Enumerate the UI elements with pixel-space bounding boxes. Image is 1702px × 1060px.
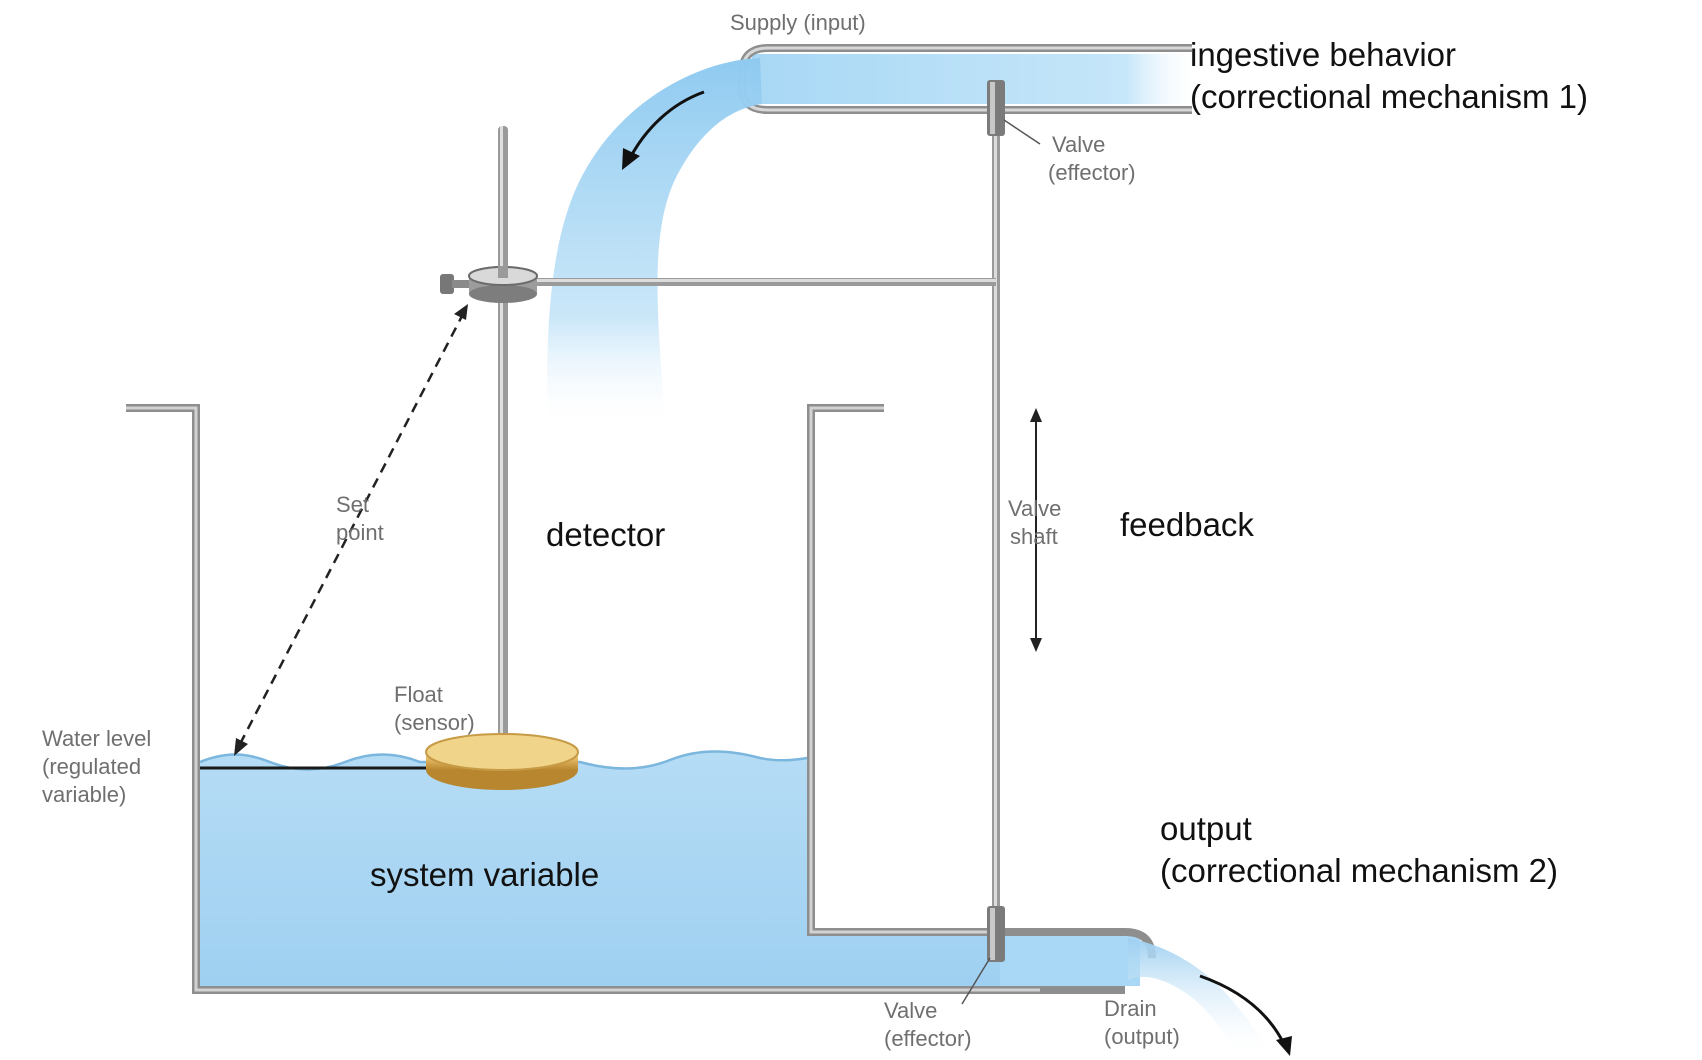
set-point-clamp	[440, 266, 538, 303]
valve-top-sublabel: (effector)	[1048, 160, 1136, 185]
float-label: Float	[394, 682, 443, 707]
supply-water-stream	[547, 58, 762, 430]
tank-walls	[126, 404, 1045, 994]
drain-sublabel: (output)	[1104, 1024, 1180, 1049]
valve-bottom-sublabel: (effector)	[884, 1026, 972, 1051]
ingestive-behavior-label: ingestive behavior	[1190, 36, 1456, 73]
supply-pipe	[738, 44, 1192, 114]
water-level-sublabel-2: variable)	[42, 782, 126, 807]
set-point-rod	[530, 278, 996, 286]
drain-label: Drain	[1104, 996, 1157, 1021]
water-level-sublabel-1: (regulated	[42, 754, 141, 779]
set-point-sublabel: point	[336, 520, 384, 545]
supply-flow-arrow-icon	[622, 90, 705, 170]
drain-flow-arrow-icon	[1199, 974, 1292, 1056]
float-sensor	[425, 733, 579, 790]
feedback-label: feedback	[1120, 506, 1254, 543]
output-label: output	[1160, 810, 1252, 847]
float-sublabel: (sensor)	[394, 710, 475, 735]
valve-shaft-label: Valve	[1008, 496, 1061, 521]
valve-shaft-sublabel: shaft	[1010, 524, 1058, 549]
drain-pipe	[1000, 928, 1156, 994]
supply-label: Supply (input)	[730, 10, 866, 35]
valve-top	[987, 80, 1005, 136]
tank-water	[200, 751, 1040, 986]
valve-bottom-leader	[961, 957, 991, 1005]
system-variable-label: system variable	[370, 856, 599, 893]
detector-label: detector	[546, 516, 665, 553]
valve-top-leader	[1003, 119, 1041, 145]
detector-rod	[498, 126, 508, 760]
output-mechanism-label: (correctional mechanism 2)	[1160, 852, 1558, 889]
ingestive-mechanism-label: (correctional mechanism 1)	[1190, 78, 1588, 115]
valve-shaft-arrow-icon	[1030, 408, 1042, 652]
water-level-label: Water level	[42, 726, 151, 751]
valve-bottom	[987, 906, 1005, 962]
set-point-label: Set	[336, 492, 369, 517]
valve-top-label: Valve	[1052, 132, 1105, 157]
water-surface-line	[199, 750, 808, 771]
valve-shaft	[992, 100, 1000, 938]
drain-water-stream	[1128, 938, 1272, 1060]
valve-bottom-label: Valve	[884, 998, 937, 1023]
set-point-arrow	[234, 304, 468, 756]
